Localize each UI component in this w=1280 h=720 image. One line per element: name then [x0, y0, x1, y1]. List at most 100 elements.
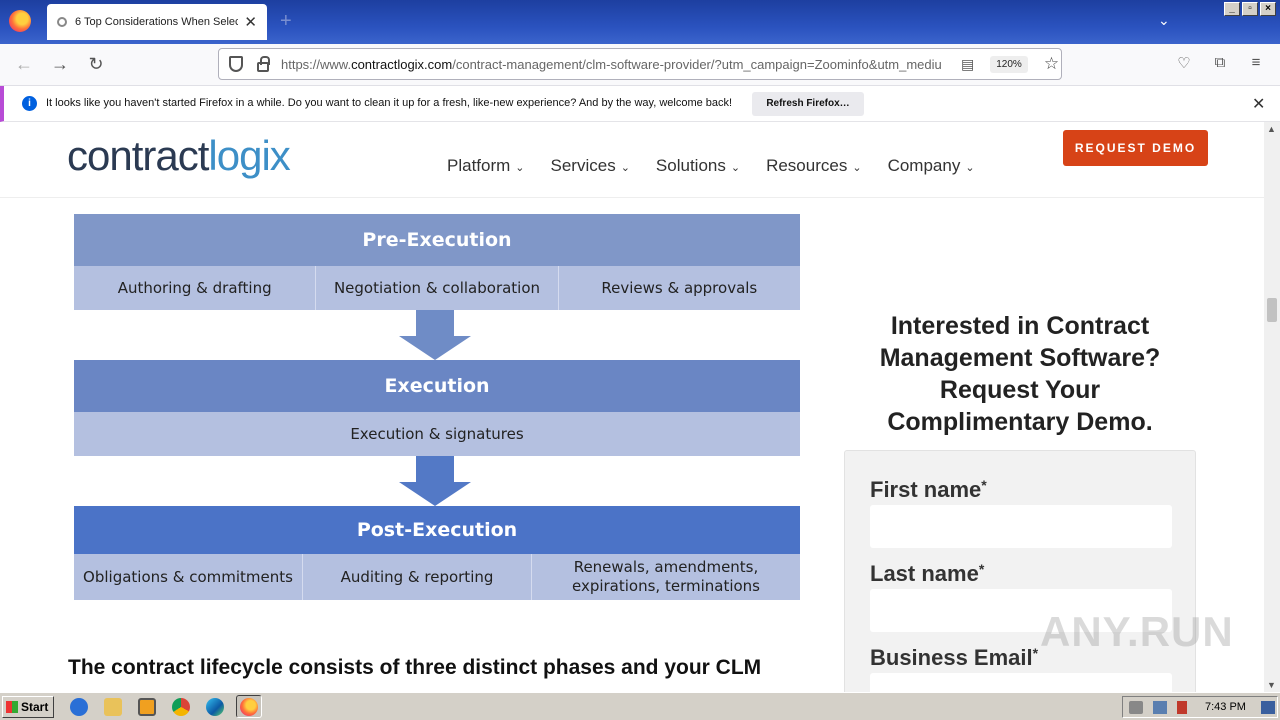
- address-bar[interactable]: https://www.contractlogix.com/contract-m…: [218, 48, 1062, 80]
- hamburger-menu-icon[interactable]: ≡: [1251, 54, 1261, 71]
- bookmark-star-icon[interactable]: ☆: [1043, 54, 1060, 73]
- firefox-logo-icon[interactable]: [9, 10, 31, 32]
- phase-item: Reviews & approvals: [601, 278, 758, 297]
- network-icon[interactable]: [1153, 701, 1167, 714]
- phase-item: Negotiation & collaboration: [316, 266, 559, 310]
- logo-part-contract: contract: [67, 132, 209, 179]
- phase-post-execution: Post-Execution Obligations & commitments…: [74, 506, 800, 600]
- zoom-level-badge[interactable]: 120%: [990, 55, 1028, 73]
- required-marker: *: [981, 477, 987, 493]
- start-button[interactable]: Start: [2, 696, 54, 718]
- notification-bar: i It looks like you haven't started Fire…: [0, 86, 1280, 122]
- scroll-up-icon[interactable]: ▲: [1267, 124, 1276, 134]
- browser-titlebar: 6 Top Considerations When Selecti ✕ + ⌄ …: [0, 0, 1280, 44]
- url-path: /contract-management/clm-software-provid…: [452, 56, 942, 72]
- chevron-down-icon: ⌄: [965, 162, 975, 174]
- scroll-down-icon[interactable]: ▼: [1267, 680, 1276, 690]
- phase-execution: Execution Execution & signatures: [74, 360, 800, 456]
- menu-solutions-label: Solutions: [655, 156, 726, 175]
- required-marker: *: [978, 561, 985, 577]
- menu-platform[interactable]: Platform ⌄: [447, 156, 525, 176]
- ie-icon[interactable]: [70, 698, 88, 716]
- down-arrow-icon: [74, 456, 800, 506]
- back-arrow-icon[interactable]: ←: [15, 54, 33, 74]
- page-scrollbar[interactable]: ▲ ▼: [1264, 122, 1280, 692]
- flag-icon[interactable]: [1177, 701, 1187, 714]
- url-text[interactable]: https://www.contractlogix.com/contract-m…: [281, 57, 953, 72]
- required-marker: *: [1032, 645, 1039, 661]
- demo-cta-heading: Interested in Contract Management Softwa…: [879, 312, 1161, 436]
- new-tab-icon[interactable]: +: [280, 10, 292, 32]
- windows-taskbar: Start 7:43 PM: [0, 692, 1280, 720]
- close-window-button[interactable]: ×: [1260, 2, 1276, 16]
- logo-part-logix: logix: [208, 132, 290, 179]
- media-player-icon[interactable]: [138, 698, 156, 716]
- extensions-puzzle-icon[interactable]: ⧉: [1214, 54, 1226, 71]
- clock: 7:43 PM: [1205, 701, 1246, 713]
- notification-close-icon[interactable]: ✕: [1252, 96, 1266, 113]
- browser-navbar: ← → ↻ https://www.contractlogix.com/cont…: [0, 44, 1280, 86]
- phase-items: Execution & signatures: [74, 412, 800, 456]
- edge-icon[interactable]: [206, 698, 224, 716]
- show-desktop-icon[interactable]: [1261, 701, 1275, 714]
- menu-company-label: Company: [887, 156, 961, 175]
- phase-items: Authoring & drafting Negotiation & colla…: [74, 266, 800, 310]
- menu-services[interactable]: Services⌄: [551, 156, 630, 176]
- tab-title: 6 Top Considerations When Selecti: [75, 16, 239, 28]
- reader-view-icon[interactable]: ▤: [961, 55, 975, 72]
- url-prefix: https://www.: [281, 56, 352, 72]
- minimize-button[interactable]: _: [1224, 2, 1240, 16]
- first-name-field[interactable]: [870, 505, 1172, 548]
- chevron-down-icon: ⌄: [852, 162, 862, 174]
- scrollbar-thumb[interactable]: [1267, 298, 1277, 322]
- folder-icon[interactable]: [104, 698, 122, 716]
- menu-services-label: Services: [550, 156, 616, 175]
- phase-title: Execution: [74, 360, 800, 412]
- menu-resources-label: Resources: [766, 156, 848, 175]
- demo-request-form: First name* Last name* Business Email*: [844, 450, 1196, 692]
- business-email-label: Business Email*: [870, 645, 1038, 671]
- business-email-label-text: Business Email: [870, 645, 1033, 670]
- notification-message: It looks like you haven't started Firefo…: [46, 97, 733, 109]
- phase-item: Execution & signatures: [350, 424, 524, 443]
- padlock-icon[interactable]: [257, 55, 270, 72]
- phase-title: Pre-Execution: [74, 214, 800, 266]
- chrome-icon[interactable]: [172, 698, 190, 716]
- request-demo-button[interactable]: REQUEST DEMO: [1063, 130, 1208, 166]
- tab-close-icon[interactable]: ✕: [244, 14, 257, 31]
- list-tabs-chevron-icon[interactable]: ⌄: [1158, 12, 1170, 28]
- phase-title: Post-Execution: [74, 506, 800, 554]
- browser-tab[interactable]: 6 Top Considerations When Selecti ✕: [47, 4, 267, 40]
- first-name-label: First name*: [870, 477, 987, 503]
- menu-platform-label: Platform: [447, 156, 511, 175]
- firefox-taskbar-icon[interactable]: [240, 698, 258, 716]
- chevron-down-icon: ⌄: [515, 162, 525, 174]
- refresh-firefox-button[interactable]: Refresh Firefox…: [752, 92, 864, 116]
- site-header: contractlogix Platform⌄ Services⌄ Soluti…: [0, 122, 1264, 198]
- last-name-field[interactable]: [870, 589, 1172, 632]
- menu-solutions[interactable]: Solutions ⌄: [656, 156, 740, 176]
- article-lead-text: The contract lifecycle consists of three…: [68, 656, 762, 679]
- first-name-label-text: First name: [870, 477, 982, 502]
- contract-lifecycle-diagram: Pre-Execution Authoring & drafting Negot…: [74, 214, 800, 600]
- main-menu: Platform⌄ Services⌄ Solutions⌄ Resources…: [447, 156, 975, 176]
- phase-pre-execution: Pre-Execution Authoring & drafting Negot…: [74, 214, 800, 310]
- maximize-button[interactable]: ▫: [1242, 2, 1258, 16]
- pocket-icon[interactable]: ♡: [1177, 55, 1191, 72]
- info-icon: i: [22, 96, 37, 111]
- window-controls: _ ▫ ×: [1224, 2, 1276, 16]
- menu-resources[interactable]: Resources ⌄: [766, 156, 861, 176]
- forward-arrow-icon[interactable]: →: [51, 54, 69, 74]
- phase-item: Auditing & reporting: [303, 554, 532, 600]
- phase-item: Obligations & commitments: [74, 554, 303, 600]
- system-tray: 7:43 PM: [1122, 696, 1278, 718]
- reload-icon[interactable]: ↻: [88, 54, 104, 74]
- tracking-protection-shield-icon[interactable]: [229, 56, 243, 72]
- page-content: contractlogix Platform⌄ Services⌄ Soluti…: [0, 122, 1264, 692]
- chevron-down-icon: ⌄: [730, 162, 741, 174]
- volume-icon[interactable]: [1129, 701, 1143, 714]
- phase-item: Renewals, amendments, expirations, termi…: [571, 558, 760, 595]
- business-email-field[interactable]: [870, 673, 1172, 692]
- menu-company[interactable]: Company ⌄: [888, 156, 975, 176]
- contractlogix-logo[interactable]: contractlogix: [67, 132, 291, 180]
